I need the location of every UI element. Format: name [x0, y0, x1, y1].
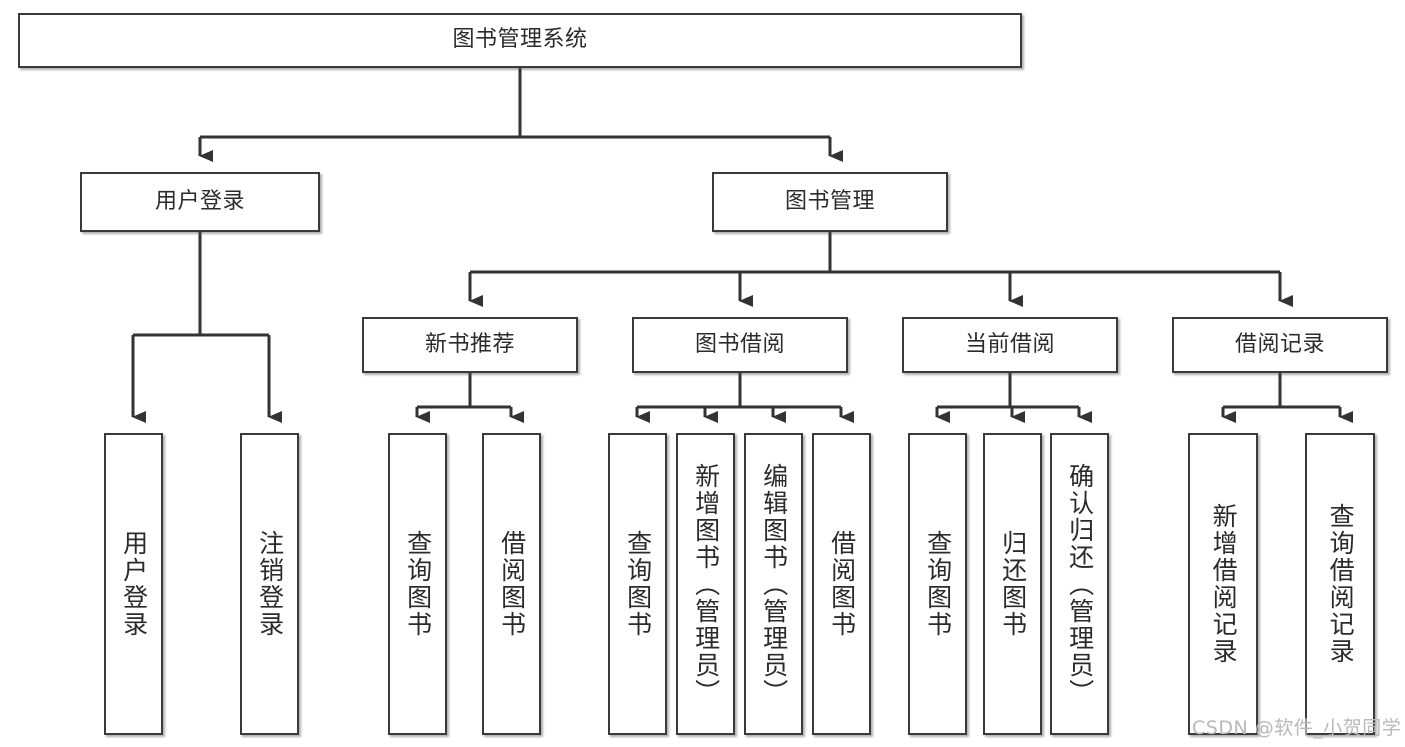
- node-current-borrow[interactable]: 当前借阅: [902, 317, 1118, 373]
- node-leaf-query-book-2[interactable]: 查询图书: [608, 433, 667, 735]
- node-leaf-user-login-label: 用户登录: [119, 530, 149, 638]
- node-leaf-add-book[interactable]: 新增图书（管理员）: [676, 433, 735, 735]
- node-leaf-user-login[interactable]: 用户登录: [104, 433, 163, 735]
- node-new-book-rec[interactable]: 新书推荐: [362, 317, 578, 373]
- node-leaf-add-record-label: 新增借阅记录: [1209, 503, 1239, 665]
- node-leaf-query-record[interactable]: 查询借阅记录: [1305, 433, 1375, 735]
- node-book-manage-label: 图书管理: [784, 188, 875, 214]
- node-leaf-logout-label: 注销登录: [255, 530, 285, 638]
- node-new-book-rec-label: 新书推荐: [424, 331, 515, 357]
- node-leaf-borrow-book-1[interactable]: 借阅图书: [482, 433, 541, 735]
- node-leaf-borrow-book-1-label: 借阅图书: [497, 530, 527, 638]
- node-leaf-query-book-1[interactable]: 查询图书: [388, 433, 447, 735]
- node-leaf-borrow-book-2[interactable]: 借阅图书: [812, 433, 871, 735]
- node-leaf-confirm-return-label: 确认归还（管理员）: [1065, 462, 1095, 706]
- node-user-login[interactable]: 用户登录: [80, 172, 320, 232]
- node-leaf-add-record[interactable]: 新增借阅记录: [1188, 433, 1258, 735]
- node-leaf-query-book-3-label: 查询图书: [923, 530, 953, 638]
- node-book-borrow[interactable]: 图书借阅: [632, 317, 848, 373]
- node-root-label: 图书管理系统: [452, 27, 588, 53]
- node-user-login-label: 用户登录: [154, 188, 245, 214]
- node-leaf-edit-book[interactable]: 编辑图书（管理员）: [744, 433, 803, 735]
- node-leaf-query-book-2-label: 查询图书: [623, 530, 653, 638]
- node-root[interactable]: 图书管理系统: [18, 13, 1022, 68]
- watermark-text: CSDN @软件_小贺同学: [1192, 717, 1402, 739]
- node-leaf-logout[interactable]: 注销登录: [240, 433, 299, 735]
- node-leaf-return-book-label: 归还图书: [998, 530, 1028, 638]
- node-leaf-add-book-label: 新增图书（管理员）: [691, 462, 721, 706]
- node-book-manage[interactable]: 图书管理: [712, 172, 948, 232]
- node-leaf-return-book[interactable]: 归还图书: [983, 433, 1042, 735]
- node-leaf-confirm-return[interactable]: 确认归还（管理员）: [1050, 433, 1109, 735]
- node-leaf-query-record-label: 查询借阅记录: [1326, 503, 1356, 665]
- node-leaf-edit-book-label: 编辑图书（管理员）: [759, 462, 789, 706]
- node-current-borrow-label: 当前借阅: [964, 331, 1055, 357]
- node-borrow-record[interactable]: 借阅记录: [1172, 317, 1388, 373]
- node-leaf-borrow-book-2-label: 借阅图书: [827, 530, 857, 638]
- node-borrow-record-label: 借阅记录: [1234, 331, 1325, 357]
- node-leaf-query-book-3[interactable]: 查询图书: [908, 433, 967, 735]
- node-leaf-query-book-1-label: 查询图书: [403, 530, 433, 638]
- node-book-borrow-label: 图书借阅: [694, 331, 785, 357]
